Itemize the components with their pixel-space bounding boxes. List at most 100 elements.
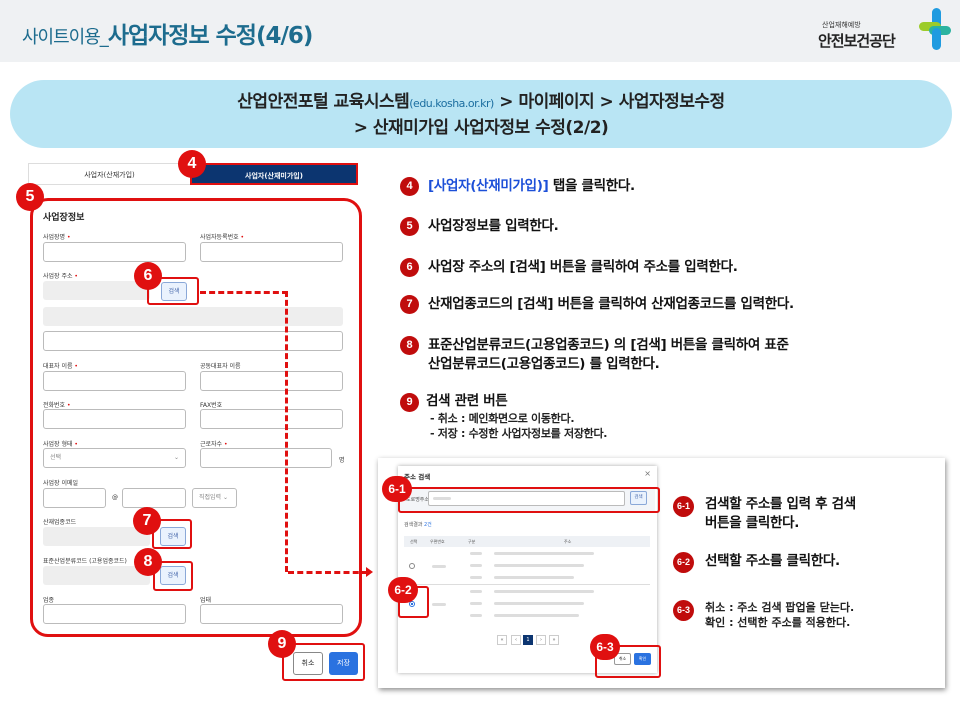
label-industry-code: 산재업종코드 [43,519,77,526]
tab-insured-business[interactable]: 사업자(산재가입) [28,163,191,185]
address-search-input[interactable] [428,491,625,506]
business-input[interactable] [43,604,186,624]
workers-input[interactable] [200,448,332,468]
step-badge-8: 8 [134,548,162,576]
popup-cancel-button[interactable]: 취소 [614,653,631,665]
fax-input[interactable] [200,409,343,429]
instruction-badge-5: 5 [400,217,419,236]
business-info-form [30,198,362,637]
label-biz-reg-no: 사업자등록번호 [200,232,244,241]
step-badge-9: 9 [268,630,296,658]
popup-search-button[interactable]: 검색 [630,491,647,505]
label-category: 업태 [200,597,212,604]
dialog-title: 주소 검색 [404,473,431,481]
page-last-button[interactable]: » [549,635,559,645]
kosha-logo-icon [919,8,951,50]
highlight-box-6-1 [398,487,660,513]
address-search-button[interactable]: 검색 [161,282,187,301]
logo-text: 안전보건공단 [818,32,896,50]
instruction-badge-6-1: 6-1 [673,496,694,517]
label-co-rep-name: 공동대표자 이름 [200,363,241,370]
label-workers: 근로자수 [200,439,228,448]
instruction-badge-8: 8 [400,336,419,355]
instruction-9: 검색 관련 버튼- 취소 : 메인화면으로 이동한다.- 저장 : 수정한 사업… [426,393,608,440]
rep-name-input[interactable] [43,371,186,391]
instruction-badge-4: 4 [400,177,419,196]
popup-confirm-button[interactable]: 확인 [634,653,651,665]
road-address-label: 도로명주소 [406,497,430,503]
tab-uninsured-business[interactable]: 사업자(산재미가입) [190,163,358,185]
instruction-6-2: 선택할 주소를 클릭한다. [705,553,840,569]
highlight-box-6 [147,277,199,305]
step-badge-4: 4 [178,150,206,178]
instruction-badge-7: 7 [400,295,419,314]
step-badge-6-3: 6-3 [590,634,620,660]
label-rep-name: 대표자 이름 [43,361,78,370]
industry-code-field [43,527,150,546]
label-business-name: 사업장명 [43,232,71,241]
result-count: 검색결과 2건 [404,522,432,528]
email-at-sign: @ [112,494,118,501]
result-table-body [404,547,650,623]
highlight-box-7 [152,519,192,549]
result-radio-1[interactable] [409,563,415,569]
header-bar [0,0,960,62]
business-name-input[interactable] [43,242,186,262]
co-rep-name-input[interactable] [200,371,343,391]
instruction-6-3: 취소 : 주소 검색 팝업을 닫는다.확인 : 선택한 주소를 적용한다. [705,601,855,629]
instruction-4: [사업자(산재미가입)] 탭을 클릭한다. [428,178,635,194]
std-industry-code-field [43,566,150,585]
industry-code-search-button[interactable]: 검색 [160,527,186,546]
breadcrumb: 산업안전포털 교육시스템(edu.kosha.or.kr) > 마이페이지 > … [10,80,952,148]
zipcode-field [43,281,150,300]
label-address: 사업장 주소 [43,271,78,280]
instruction-badge-6-3: 6-3 [673,600,694,621]
instruction-badge-6: 6 [400,258,419,277]
phone-input[interactable] [43,409,186,429]
instruction-6: 사업장 주소의 [검색] 버튼을 클릭하여 주소를 입력한다. [428,259,738,275]
label-business-type: 사업장 형태 [43,439,78,448]
business-type-select[interactable]: 선택⌄ [43,448,186,468]
step-badge-7: 7 [133,507,161,535]
page-1-button[interactable]: 1 [523,635,533,645]
address-detail-input[interactable] [43,331,343,351]
instruction-badge-6-2: 6-2 [673,552,694,573]
step-badge-6: 6 [134,262,162,290]
step-badge-6-1: 6-1 [382,476,412,502]
instruction-5: 사업장정보를 입력한다. [428,218,559,234]
email-domain-select[interactable]: 직접입력 ⌄ [192,488,237,508]
step-badge-6-2: 6-2 [388,577,418,603]
arrow-icon [366,567,373,577]
category-input[interactable] [200,604,343,624]
biz-reg-no-input[interactable] [200,242,343,262]
result-table-header: 선택 우편번호 구분 주소 [404,536,650,547]
cancel-button[interactable]: 취소 [293,652,323,675]
save-button[interactable]: 저장 [329,652,358,675]
chevron-down-icon: ⌄ [223,494,229,501]
chevron-down-icon: ⌄ [173,454,179,461]
close-icon[interactable]: × [644,469,651,478]
page-next-button[interactable]: › [536,635,546,645]
page-first-button[interactable]: « [497,635,507,645]
page-title: 사이트이용_사업자정보 수정(4/6) [22,23,313,49]
highlight-box-8 [153,561,193,591]
email-domain-input[interactable] [122,488,186,508]
highlight-box-9 [282,643,365,681]
result-radio-2[interactable] [409,601,415,607]
step-badge-5: 5 [16,183,44,211]
page-prev-button[interactable]: ‹ [511,635,521,645]
instruction-7: 산재업종코드의 [검색] 버튼을 클릭하여 산재업종코드를 입력한다. [428,296,794,312]
email-id-input[interactable] [43,488,106,508]
label-std-industry-code: 표준산업분류코드 (고용업종코드) [43,558,127,565]
std-industry-code-search-button[interactable]: 검색 [160,566,186,585]
connector-line [200,291,288,572]
address-field [43,307,343,326]
label-fax: FAX번호 [200,402,223,409]
instruction-badge-9: 9 [400,393,419,412]
section-title: 사업장정보 [43,213,85,223]
logo-subtitle: 산업재해예방 [822,21,861,29]
highlight-box-6-3 [595,645,661,678]
label-phone: 전화번호 [43,400,71,409]
